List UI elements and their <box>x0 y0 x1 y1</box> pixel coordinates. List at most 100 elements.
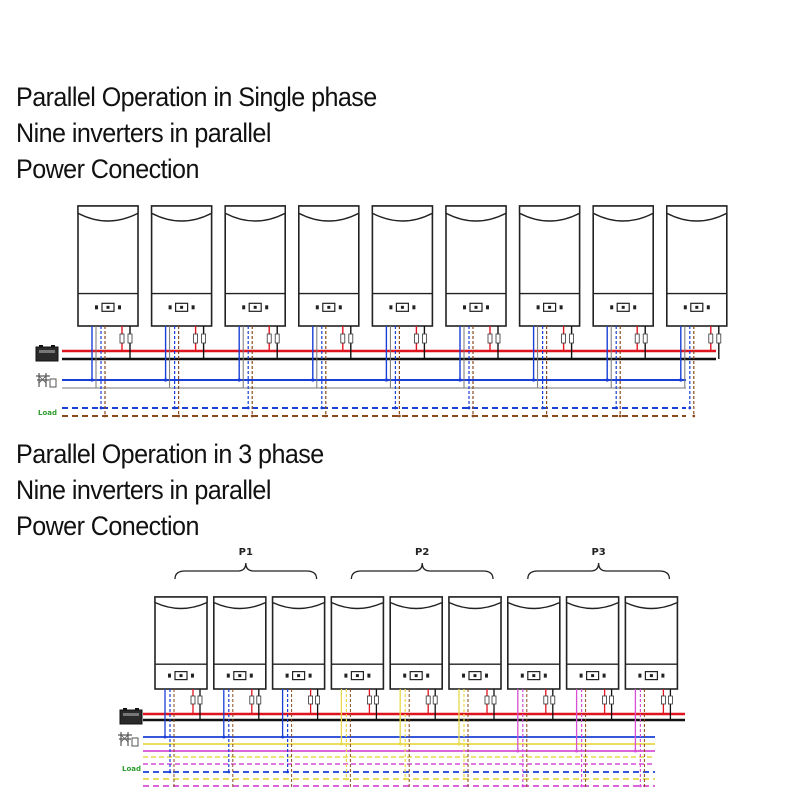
junction-dot <box>246 406 250 410</box>
junction-dot <box>222 735 226 739</box>
inverter-led <box>462 673 465 678</box>
single-phase-diagram: Load <box>35 205 728 418</box>
three-phase-title-line-1: Parallel Operation in 3 phase <box>16 439 324 469</box>
fuse <box>366 695 372 705</box>
three-phase-title-line-3: Power Conection <box>16 511 199 541</box>
inverter-led <box>338 305 342 310</box>
inverter-led <box>118 305 121 310</box>
inverter-unit <box>565 596 620 690</box>
junction-dot <box>163 735 167 739</box>
utility-grid-icon <box>118 732 139 747</box>
inverter-top-cap <box>77 205 139 222</box>
inverter-led <box>389 305 393 310</box>
inverter-led <box>610 305 614 310</box>
junction-dot <box>99 406 103 410</box>
junction-dot <box>324 414 328 418</box>
inverter-unit <box>271 596 326 690</box>
group-label: P2 <box>415 547 429 558</box>
group-brace-p1: P1 <box>174 547 318 580</box>
junction-dot <box>227 770 231 774</box>
inverter-led <box>191 305 195 310</box>
inverter-top-cap <box>565 596 620 610</box>
inverter-led <box>485 673 488 678</box>
junction-dot <box>250 414 254 418</box>
battery-icon <box>35 345 59 362</box>
inverter-button <box>695 305 699 309</box>
inverter-led <box>661 673 665 678</box>
inverter-top-cap <box>445 205 507 222</box>
junction-dot <box>103 414 107 418</box>
junction-dot <box>311 378 315 382</box>
inverter-led <box>602 673 606 678</box>
single-phase-title-line-1: Parallel Operation in Single phase <box>16 82 377 112</box>
junction-dot <box>471 414 475 418</box>
fuse <box>201 333 207 344</box>
inverter-top-cap <box>150 205 213 222</box>
junction-dot <box>580 784 583 788</box>
junction-dot <box>692 414 696 418</box>
inverter-unit <box>371 205 434 327</box>
inverter-button <box>548 305 552 309</box>
grid-meter <box>131 737 139 747</box>
junction-dot <box>688 406 692 410</box>
fuse <box>340 333 346 344</box>
inverter-top-cap <box>448 596 502 610</box>
junction-dot <box>339 742 343 746</box>
inverter-led <box>412 305 416 310</box>
inverter-button <box>532 674 536 678</box>
inverter-top-cap <box>592 205 654 222</box>
inverter-led <box>191 673 194 678</box>
inverter-button <box>621 305 625 309</box>
junction-dot <box>575 749 579 753</box>
inverter-led <box>168 673 171 678</box>
inverter-top-cap <box>518 205 581 222</box>
junction-dot <box>614 406 618 410</box>
inverter-led <box>520 673 524 678</box>
inverter-led <box>265 305 269 310</box>
inverter-top-cap <box>666 205 728 222</box>
junction-dot <box>173 406 177 410</box>
single-phase-title-line-2: Nine inverters in parallel <box>16 118 271 148</box>
junction-dot <box>281 735 285 739</box>
inverter-unit <box>297 205 360 327</box>
fuse <box>484 695 490 705</box>
inverter-button <box>180 305 184 309</box>
single-phase-title: Parallel Operation in Single phase Nine … <box>16 79 377 187</box>
inverter-led <box>543 673 547 678</box>
inverter-top-cap <box>298 205 360 222</box>
junction-dot <box>458 378 462 382</box>
fuse <box>421 333 427 344</box>
fuse <box>119 333 125 344</box>
group-brace <box>527 562 671 580</box>
junction-dot <box>467 406 471 410</box>
inverter-led <box>168 305 172 310</box>
inverter-led <box>638 673 642 678</box>
fuse <box>642 333 648 344</box>
inverter-button <box>473 674 477 678</box>
fuse <box>668 695 673 705</box>
junction-dot <box>398 414 401 418</box>
inverter-unit <box>518 205 581 327</box>
inverter-unit <box>506 596 561 690</box>
fuse <box>256 695 262 705</box>
inverter-unit <box>445 205 507 327</box>
fuse <box>716 333 722 344</box>
junction-dot <box>516 749 520 753</box>
group-brace-p2: P2 <box>350 547 494 580</box>
junction-dot <box>605 378 609 382</box>
inverter-button <box>297 674 301 678</box>
fuse <box>550 695 556 705</box>
inverter-led <box>633 305 637 310</box>
junction-dot <box>521 784 525 788</box>
grid-tower-brace <box>38 375 47 384</box>
group-label: P3 <box>591 547 605 558</box>
inverter-unit <box>77 205 139 327</box>
inverter-button <box>355 674 359 678</box>
inverter-led <box>536 305 540 310</box>
junction-dot <box>532 378 536 382</box>
fuse <box>708 333 714 344</box>
fuse <box>561 333 566 344</box>
junction-dot <box>164 378 168 382</box>
fuse <box>274 333 280 344</box>
